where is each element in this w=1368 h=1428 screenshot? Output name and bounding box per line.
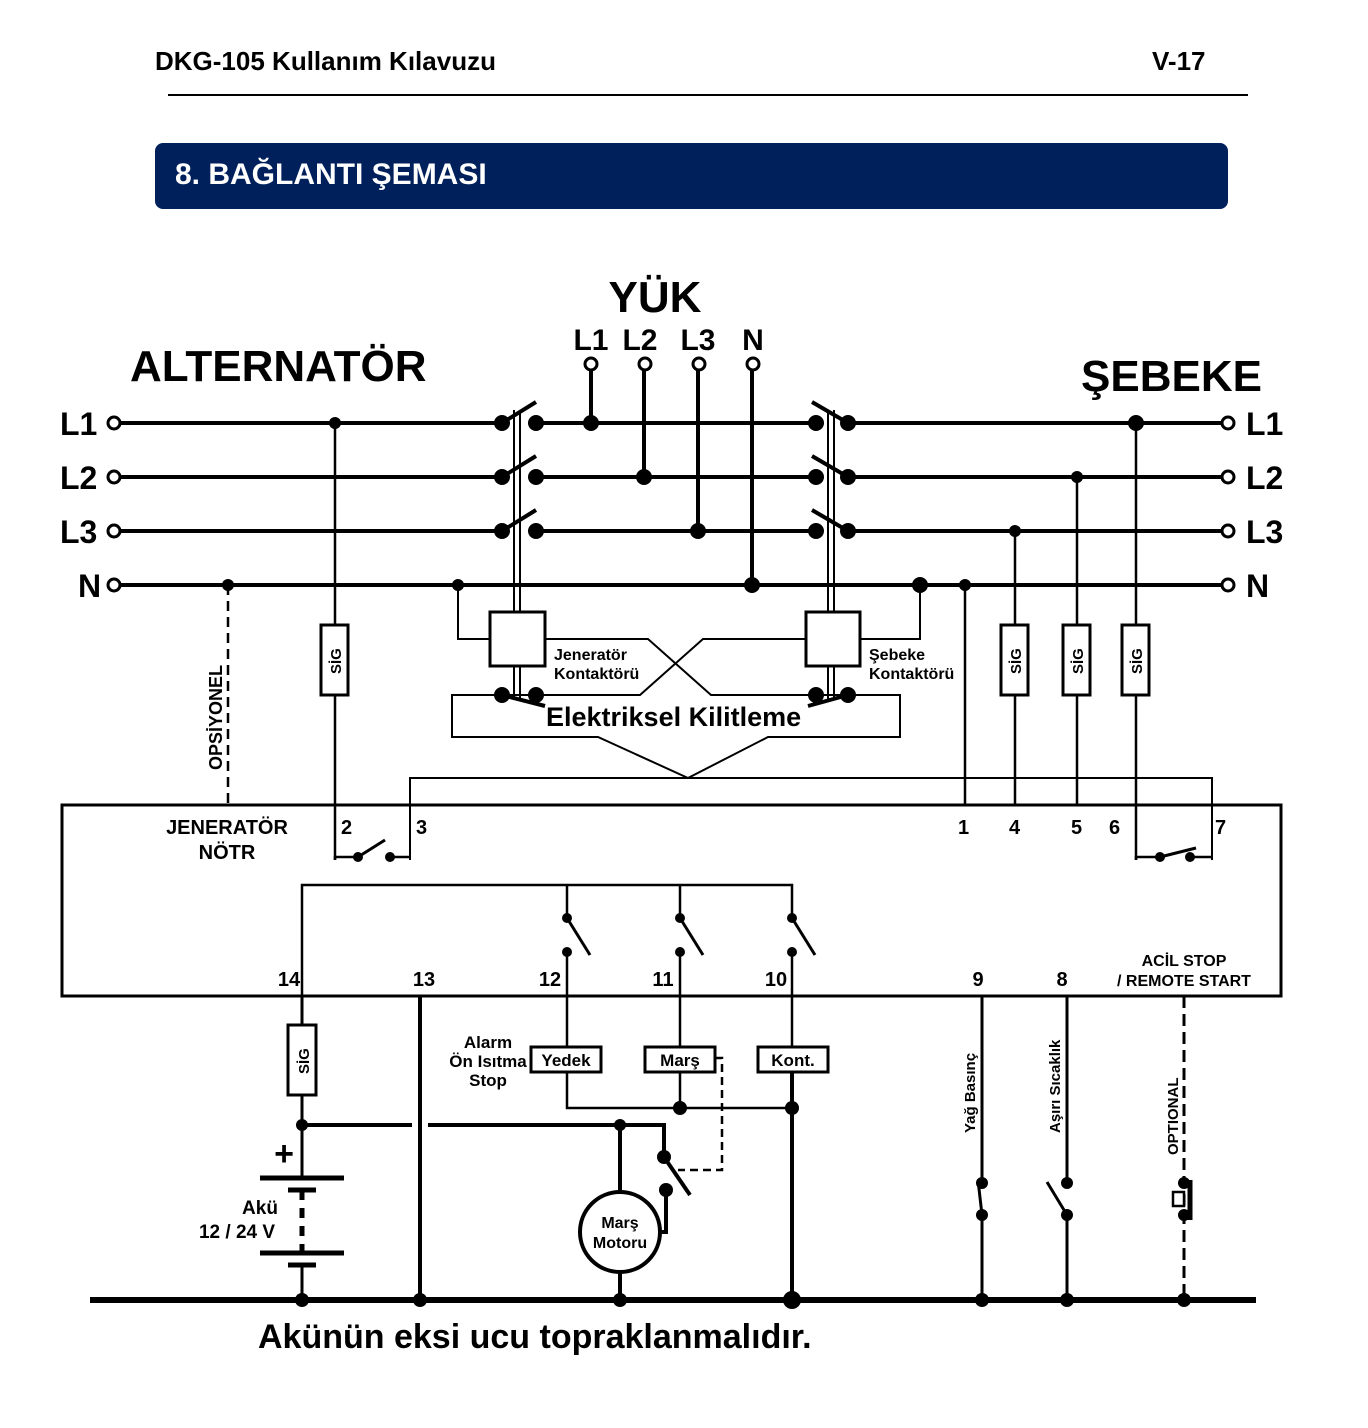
battery-label-1: Akü <box>242 1198 278 1219</box>
term-9: 9 <box>972 969 983 991</box>
contactor-control-wires <box>409 585 1213 860</box>
svg-text:Marş: Marş <box>601 1215 638 1232</box>
page-number: V-17 <box>1152 46 1206 76</box>
load-term-l2: L2 <box>622 324 657 357</box>
fuse-supply: SİG <box>286 1023 318 1097</box>
term-7: 7 <box>1215 817 1226 839</box>
fuse-mains-l2: SİG <box>1061 623 1092 697</box>
output-relays <box>300 883 817 996</box>
section-title: 8. BAĞLANTI ŞEMASI <box>175 158 487 191</box>
starter-motor: Marş Motoru <box>578 1190 662 1274</box>
sense-wires <box>333 423 1138 860</box>
estop-label-1: ACİL STOP <box>1142 952 1227 970</box>
generator-contactor <box>488 400 547 703</box>
battery-plus-sign: + <box>274 1135 294 1173</box>
gen-neutral-label-1: JENERATÖR <box>166 816 288 839</box>
term-11: 11 <box>652 969 673 991</box>
section-banner: 8. BAĞLANTI ŞEMASI <box>155 143 1228 209</box>
mains-contactor-label-1: Şebeke <box>869 647 925 664</box>
load-term-l3: L3 <box>680 324 715 357</box>
alternator-title: ALTERNATÖR <box>130 342 427 391</box>
interlock-contacts <box>501 693 849 708</box>
load-title: YÜK <box>609 273 702 322</box>
gen-contactor-label-2: Kontaktörü <box>554 666 639 683</box>
junction-dots <box>222 415 1144 593</box>
svg-text:SİG: SİG <box>1129 648 1146 674</box>
alarm-label-3: Stop <box>469 1071 507 1090</box>
mains-label-l1: L1 <box>1246 406 1283 442</box>
fuse-mains-l1: SİG <box>1120 623 1151 697</box>
svg-text:Yedek: Yedek <box>541 1051 591 1070</box>
document-title: DKG-105 Kullanım Kılavuzu <box>155 46 496 76</box>
oil-pressure-label: Yağ Basınç <box>962 1053 979 1133</box>
mains-contactor <box>804 400 862 703</box>
alarm-label-1: Alarm <box>464 1033 512 1052</box>
load-term-l1: L1 <box>573 324 608 357</box>
mains-relay-contact <box>1134 846 1212 862</box>
starter-relay-coil-link <box>678 1056 724 1172</box>
relay-box-spare: Yedek <box>529 1045 603 1074</box>
svg-text:Kont.: Kont. <box>771 1051 814 1070</box>
alt-label-n: N <box>78 568 101 604</box>
mains-label-l2: L2 <box>1246 460 1283 496</box>
estop-button <box>1171 1180 1193 1220</box>
term-12: 12 <box>539 969 561 991</box>
ground-note: Akünün eksi ucu topraklanmalıdır. <box>258 1318 812 1356</box>
term-1: 1 <box>958 817 969 839</box>
relay-dots <box>562 913 797 957</box>
mains-label-l3: L3 <box>1246 514 1283 550</box>
alt-label-l2: L2 <box>60 460 97 496</box>
term-4: 4 <box>1009 817 1021 839</box>
controller-box <box>60 803 1283 998</box>
alarm-label-2: Ön Isıtma <box>449 1052 527 1071</box>
svg-text:Motoru: Motoru <box>593 1235 647 1252</box>
svg-text:SİG: SİG <box>1008 648 1025 674</box>
svg-text:SİG: SİG <box>296 1048 313 1074</box>
mains-contactor-label-2: Kontaktörü <box>869 666 954 683</box>
svg-text:SİG: SİG <box>328 648 345 674</box>
gen-relay-contact <box>333 838 410 862</box>
term-5: 5 <box>1071 817 1082 839</box>
term-3: 3 <box>416 817 427 839</box>
alt-label-l1: L1 <box>60 406 97 442</box>
term-13: 13 <box>413 969 435 991</box>
load-term-n: N <box>742 324 764 357</box>
svg-text:Marş: Marş <box>660 1051 700 1070</box>
term-10: 10 <box>765 969 787 991</box>
bus-lines <box>120 370 1222 587</box>
lower-junctions <box>295 1101 1191 1309</box>
mains-title: ŞEBEKE <box>1081 352 1262 401</box>
mains-label-n: N <box>1246 568 1269 604</box>
svg-text:SİG: SİG <box>1070 648 1087 674</box>
fuse-gen: SİG <box>319 623 350 697</box>
estop-label-2: / REMOTE START <box>1117 973 1251 990</box>
fuse-mains-l3: SİG <box>999 623 1030 697</box>
term-14: 14 <box>278 969 301 991</box>
relay-box-crank: Marş <box>643 1045 717 1074</box>
gen-neutral-label-2: NÖTR <box>199 841 256 864</box>
term-6: 6 <box>1109 817 1120 839</box>
gen-contactor-label-1: Jeneratör <box>554 647 627 664</box>
term-8: 8 <box>1056 969 1067 991</box>
optional-estop-label: OPTIONAL <box>1165 1078 1182 1156</box>
alt-label-l3: L3 <box>60 514 97 550</box>
optional-neutral-label: OPSİYONEL <box>206 665 226 770</box>
interlock-label: Elektriksel Kilitleme <box>546 702 801 732</box>
over-temp-label: Aşırı Sıcaklık <box>1047 1039 1064 1133</box>
terminal-circles <box>106 356 1236 593</box>
relay-box-contactor: Kont. <box>756 1045 830 1074</box>
battery-label-2: 12 / 24 V <box>199 1222 275 1243</box>
header-rule <box>168 94 1248 96</box>
battery-symbol <box>260 1175 344 1300</box>
term-2: 2 <box>341 817 352 839</box>
